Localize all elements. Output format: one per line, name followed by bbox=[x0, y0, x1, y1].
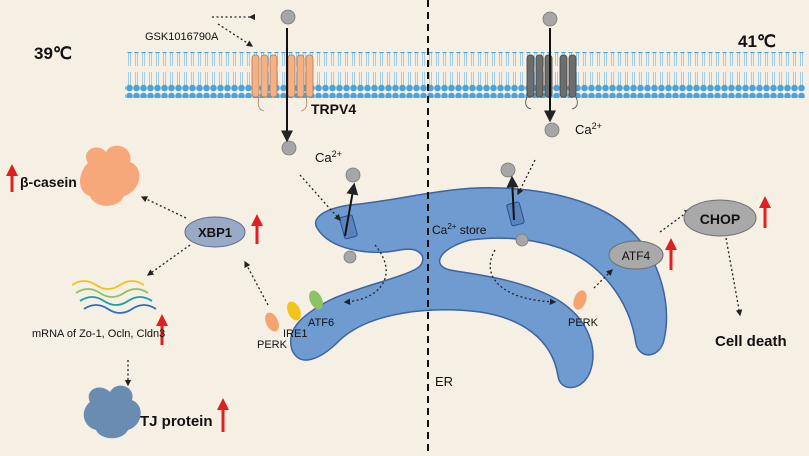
ca-store-label: Ca2+ store bbox=[432, 222, 487, 237]
perk-left-label: PERK bbox=[257, 339, 288, 351]
ire1-label: IRE1 bbox=[283, 328, 307, 340]
atf6-protein bbox=[309, 290, 323, 310]
tj-protein-icon bbox=[83, 385, 141, 439]
er-calcium-channel bbox=[339, 201, 525, 240]
trpv4-channel-active bbox=[251, 54, 314, 112]
xbp1-label: XBP1 bbox=[198, 225, 232, 240]
up-arrow-icon bbox=[6, 164, 771, 432]
pathway-arrows bbox=[124, 13, 743, 387]
atf4-node bbox=[608, 240, 664, 270]
chop-node bbox=[683, 199, 757, 237]
cell-death-label: Cell death bbox=[715, 333, 787, 350]
agonist-label: GSK1016790A bbox=[145, 31, 219, 43]
mrna-strands-icon bbox=[71, 280, 157, 314]
trpv4-label: TRPV4 bbox=[311, 101, 356, 117]
ca-label-right: Ca2+ bbox=[575, 121, 602, 137]
beta-casein-protein-icon bbox=[80, 145, 140, 206]
chop-label: CHOP bbox=[700, 211, 740, 227]
temperature-right: 41℃ bbox=[738, 32, 776, 51]
perk-left-protein bbox=[265, 312, 279, 332]
ca-label-left: Ca2+ bbox=[315, 149, 342, 165]
er-release-arrow-right bbox=[506, 175, 519, 221]
er-release-arrow-left bbox=[344, 182, 359, 237]
atf4-label: ATF4 bbox=[622, 249, 651, 263]
perk-right-label: PERK bbox=[568, 317, 599, 329]
cell-membrane bbox=[125, 52, 805, 98]
temperature-left: 39℃ bbox=[34, 44, 72, 63]
beta-casein-label: β-casein bbox=[20, 174, 77, 190]
atf6-label: ATF6 bbox=[308, 317, 334, 329]
xbp1-node bbox=[184, 216, 246, 248]
perk-right-protein bbox=[573, 290, 587, 310]
er-label: ER bbox=[435, 374, 453, 389]
tj-protein-label: TJ protein bbox=[140, 413, 213, 430]
trpv4-channel-inactive bbox=[525, 54, 578, 110]
ire1-protein bbox=[287, 301, 301, 321]
mrna-label: mRNA of Zo-1, Ocln, Cldn3 bbox=[32, 328, 165, 340]
